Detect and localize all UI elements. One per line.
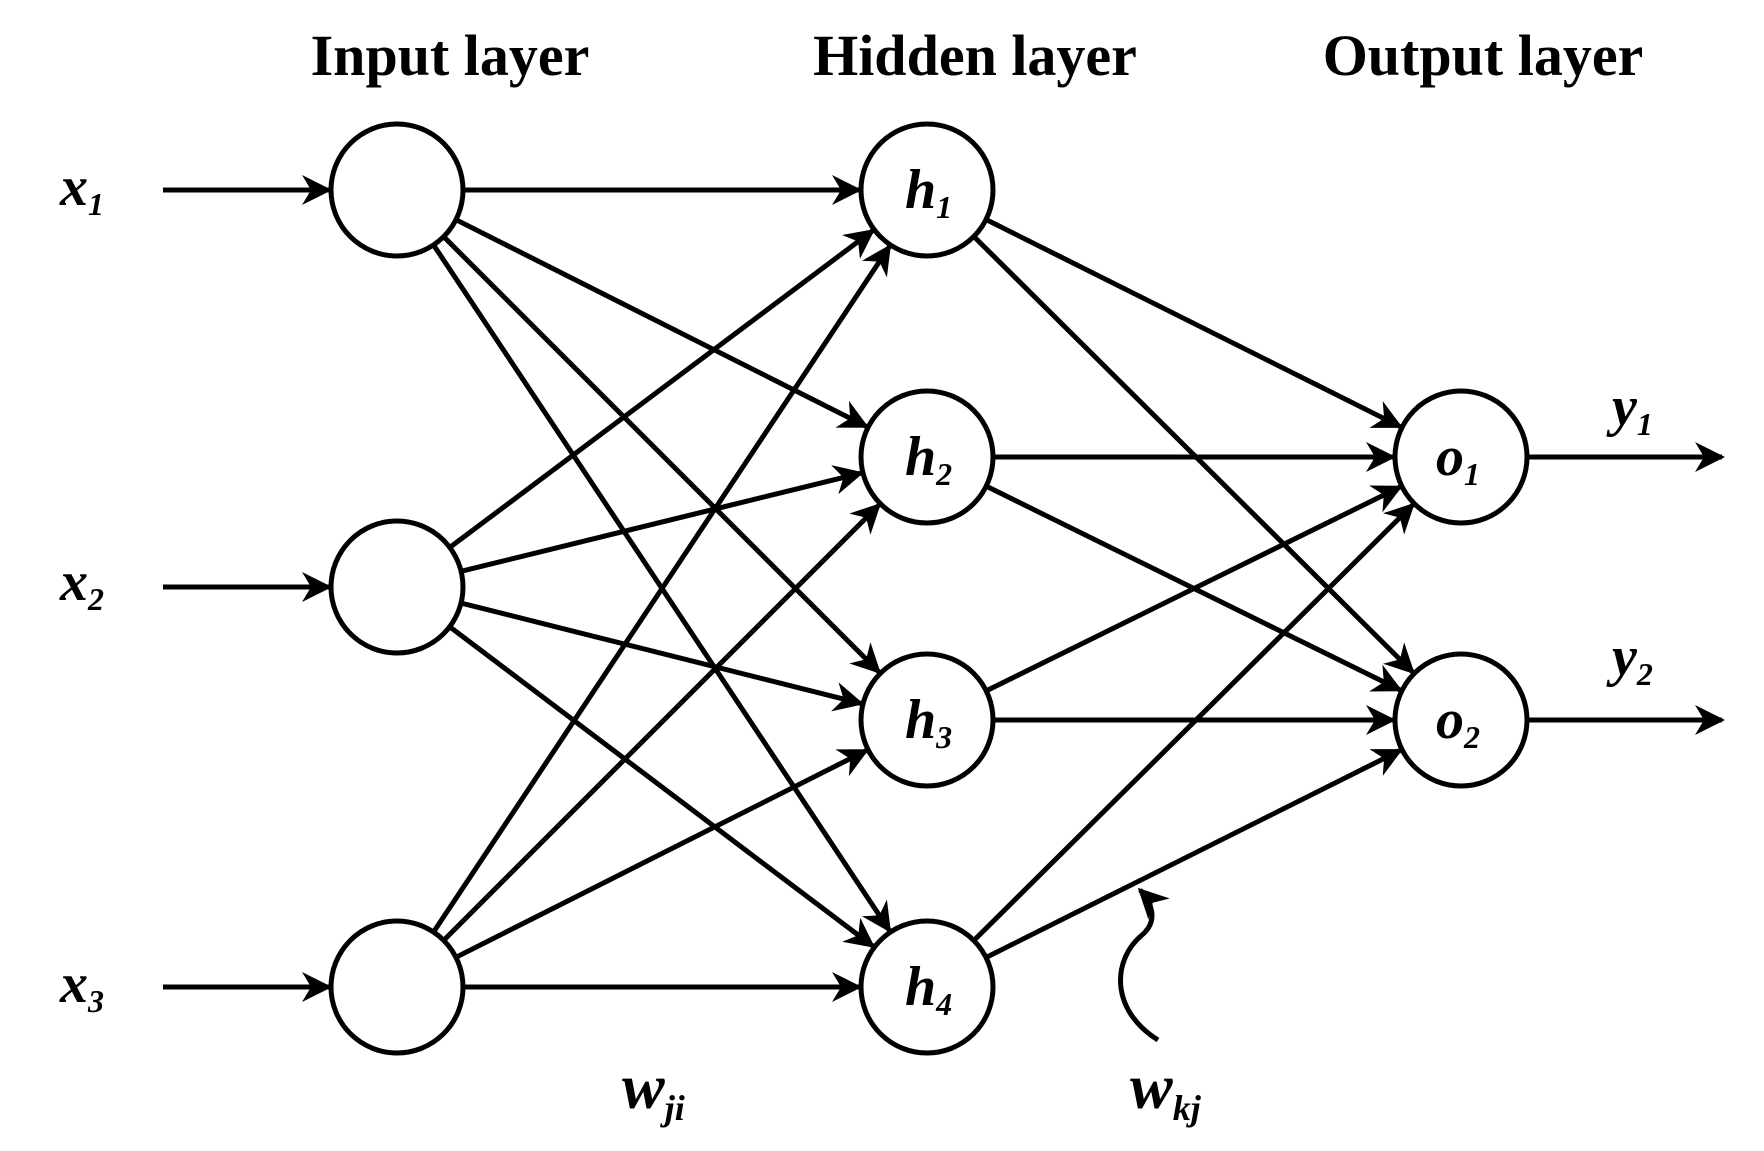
hidden-node-4 [858,918,996,1056]
edge-hidden1-output2 [972,234,1415,675]
result-label-y1: y1 [1606,376,1653,442]
output-node-1 [1392,388,1530,526]
hidden-node-2 [858,388,996,526]
edge-input3-hidden2 [441,502,882,943]
hidden-label-h4: h4 [905,956,952,1022]
result-label-y2: y2 [1606,626,1653,692]
output-label-o2: o2 [1436,689,1480,755]
connections [163,175,1725,1002]
edge-hidden4-output2 [984,748,1403,960]
weight-label-wji: wji [622,1051,685,1128]
input-label-x1: x1 [59,156,104,222]
output-node-2 [1392,651,1530,789]
edge-hidden1-output1 [984,217,1403,429]
output-label-o1: o1 [1436,426,1480,492]
edge-input3-hidden1 [431,244,892,934]
input-label-x2: x2 [59,551,104,617]
edge-hidden3-output1 [985,484,1403,694]
weight-pointer-arrow [1118,887,1170,1043]
input-node-3 [328,918,466,1056]
input-layer-title: Input layer [311,23,590,88]
input-label-x3: x3 [59,953,104,1019]
edge-input2-hidden3 [460,600,864,712]
edge-input3-hidden3 [454,748,869,960]
edge-input2-hidden4 [448,624,876,949]
edge-input2-hidden1 [448,228,875,550]
hidden-label-h1: h1 [905,159,952,225]
edge-hidden4-output1 [972,502,1415,943]
edge-input1-hidden2 [454,217,869,429]
hidden-node-3 [858,651,996,789]
edge-input1-hidden3 [441,234,882,675]
input-node-1 [328,121,466,259]
output-layer-title: Output layer [1323,23,1644,88]
hidden-node-1 [858,121,996,259]
hidden-label-h2: h2 [905,426,952,492]
edge-input2-hidden2 [460,465,864,574]
weight-label-wkj: wkj [1130,1051,1202,1128]
hidden-layer-title: Hidden layer [813,23,1137,88]
hidden-label-h3: h3 [905,689,952,755]
input-node-2 [328,518,466,656]
